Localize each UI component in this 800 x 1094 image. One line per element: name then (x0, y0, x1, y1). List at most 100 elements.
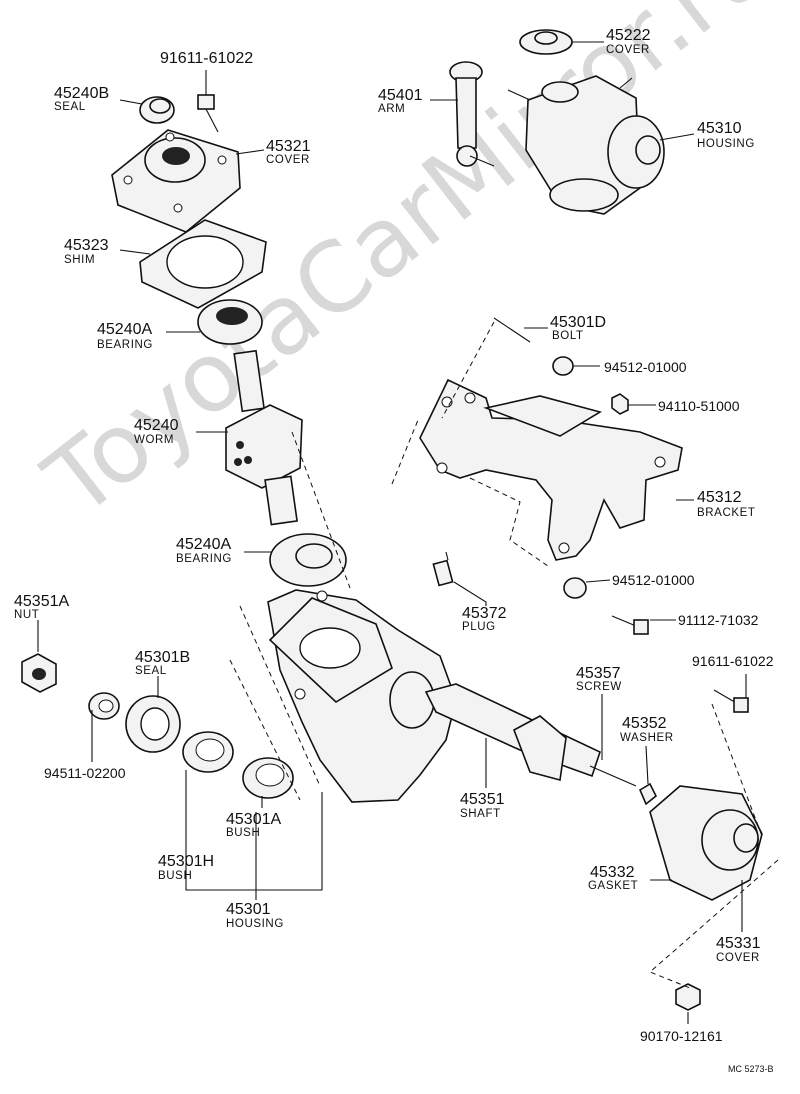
part-number: 45240B (54, 85, 109, 102)
label-45310: 45310 HOUSING (697, 120, 754, 150)
label-45301D: 45301D BOLT (550, 314, 606, 342)
bush-part-large (182, 731, 234, 773)
part-number: 45312 (697, 489, 742, 506)
part-name: SHAFT (460, 808, 501, 820)
bolt-part-top (197, 94, 219, 133)
part-number: 45321 (266, 138, 311, 155)
part-name: ARM (378, 103, 405, 115)
bolt-part-bottom (713, 689, 749, 713)
label-45240B: 45240B SEAL (54, 85, 109, 113)
part-number: 94511-02200 (44, 765, 126, 781)
diagram-code: MC 5273-B (728, 1064, 774, 1074)
part-number: 45351A (14, 593, 69, 610)
bracket-part (419, 378, 683, 561)
part-number: 45351 (460, 791, 505, 808)
label-45331: 45331 COVER (716, 935, 761, 964)
part-number: 45301B (135, 649, 190, 666)
part-number: 94110-51000 (658, 398, 740, 414)
thrust-washer-part (638, 782, 658, 806)
part-number: 45401 (378, 87, 423, 104)
split-washer-part (88, 692, 120, 720)
part-number: 45301D (550, 314, 606, 331)
part-number: 45301 (226, 901, 271, 918)
grease-plug-part (432, 551, 454, 587)
part-name: SEAL (135, 665, 167, 677)
part-number: 90170-12161 (640, 1028, 723, 1044)
part-number: 91112-71032 (678, 612, 759, 628)
label-45321: 45321 COVER (266, 138, 311, 166)
side-cover-part (649, 785, 763, 901)
part-number: 45301H (158, 853, 214, 870)
label-45240A-bottom: 45240A BEARING (176, 536, 232, 565)
nut-part-top (611, 393, 629, 415)
part-name: SCREW (576, 681, 622, 693)
label-45222: 45222 COVER (606, 27, 651, 56)
bush-part-small (242, 757, 294, 799)
part-name: BOLT (552, 330, 584, 342)
part-number: 45222 (606, 27, 651, 44)
part-number: 45357 (576, 665, 621, 682)
nut-part-left (21, 653, 57, 693)
label-45323: 45323 SHIM (64, 237, 109, 266)
assembly-guide-lines (229, 321, 779, 989)
label-91611-bottom: 91611-61022 (692, 653, 774, 669)
label-94110: 94110-51000 (658, 398, 740, 414)
part-number: 94512-01000 (612, 572, 695, 588)
gear-housing-assembly-part (507, 75, 665, 215)
label-45301B: 45301B SEAL (135, 649, 190, 677)
label-45301H: 45301H BUSH (158, 853, 214, 882)
part-name: BRACKET (697, 507, 756, 519)
part-name: GASKET (588, 880, 638, 892)
leader-lines (37, 41, 747, 1024)
part-number: 45310 (697, 120, 742, 137)
nut-part-bottom (675, 983, 701, 1011)
adjust-screw-part (589, 765, 637, 787)
part-name: WORM (134, 434, 174, 446)
part-number: 45240A (97, 321, 152, 338)
label-94511: 94511-02200 (44, 765, 126, 781)
part-name: BUSH (158, 870, 192, 882)
label-45240: 45240 WORM (134, 417, 179, 446)
part-number: 45332 (590, 864, 635, 881)
bearing-part-top (197, 299, 263, 345)
part-number: 94512-01000 (604, 359, 687, 375)
label-90170: 90170-12161 (640, 1028, 723, 1044)
part-name: HOUSING (226, 918, 284, 930)
lock-washer-part-bottom (563, 577, 587, 599)
part-name: COVER (606, 44, 650, 56)
gear-housing-part (267, 589, 457, 803)
part-number: 91611-61022 (692, 653, 774, 669)
lock-washer-part-top (552, 356, 574, 376)
worm-cover-part (111, 129, 241, 233)
label-45401: 45401 ARM (378, 87, 423, 115)
label-45352: 45352 WASHER (620, 715, 673, 744)
part-name: BEARING (97, 339, 153, 351)
part-name: BUSH (226, 827, 260, 839)
part-name: SEAL (54, 101, 86, 113)
label-94512-top: 94512-01000 (604, 359, 687, 375)
worm-shaft-part (225, 349, 303, 526)
part-number: 45240 (134, 417, 179, 434)
label-45301A: 45301A BUSH (226, 811, 281, 839)
part-name: SHIM (64, 254, 95, 266)
bolt-part-mid (611, 615, 649, 635)
sector-shaft-part (424, 683, 601, 782)
label-45351: 45351 SHAFT (460, 791, 505, 820)
part-number: 45323 (64, 237, 109, 254)
label-45372: 45372 PLUG (462, 605, 507, 633)
stud-bolt-part (493, 317, 531, 343)
part-number: 45331 (716, 935, 761, 952)
shim-part (139, 219, 267, 309)
label-91611-top: 91611-61022 (160, 50, 253, 67)
part-number: 45240A (176, 536, 231, 553)
part-name: NUT (14, 609, 39, 621)
label-45332: 45332 GASKET (588, 864, 638, 892)
part-number: 45301A (226, 811, 281, 828)
part-name: BEARING (176, 553, 232, 565)
part-name: COVER (716, 952, 760, 964)
bearing-part-bottom (269, 533, 347, 587)
label-91112: 91112-71032 (678, 612, 759, 628)
label-45301: 45301 HOUSING (226, 901, 284, 930)
